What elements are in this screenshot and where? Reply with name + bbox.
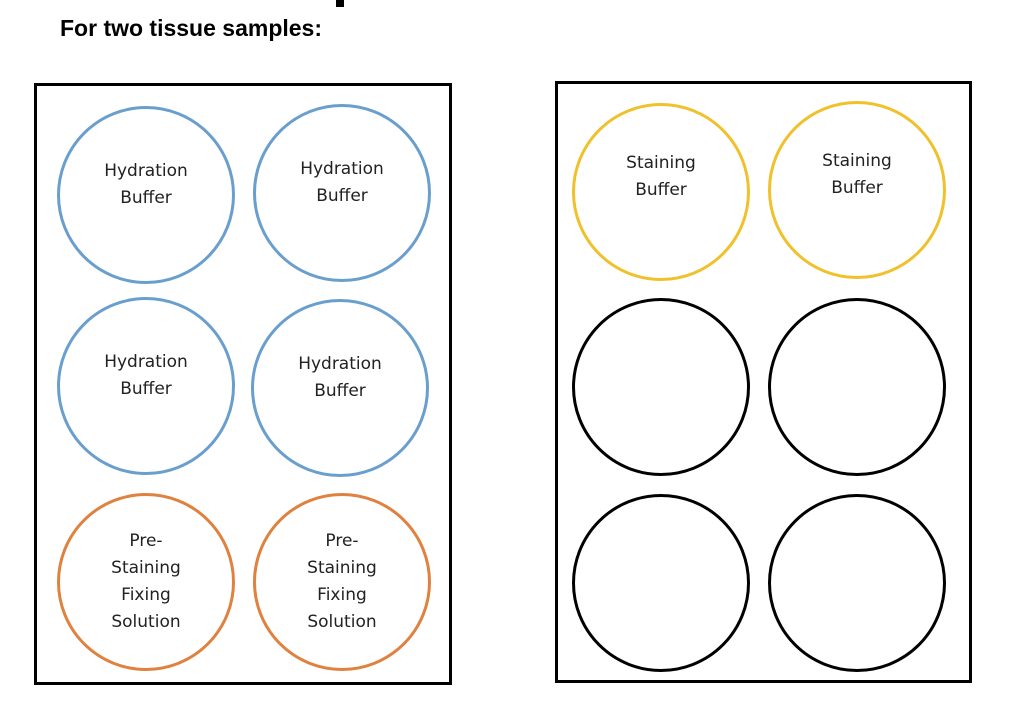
well-label: Staining Buffer [822, 151, 892, 198]
well-label: Hydration Buffer [300, 159, 384, 206]
well-label: Pre- Staining Fixing Solution [111, 531, 181, 632]
well-label: Pre- Staining Fixing Solution [307, 531, 377, 632]
cropped-text-fragment [336, 0, 344, 7]
well-label: Hydration Buffer [104, 352, 188, 399]
well-label: Hydration Buffer [104, 161, 188, 208]
well-right-3 [572, 298, 750, 476]
well-left-4: Hydration Buffer [251, 299, 429, 477]
well-left-2: Hydration Buffer [253, 104, 431, 282]
well-left-1: Hydration Buffer [57, 106, 235, 284]
well-label: Hydration Buffer [298, 354, 382, 401]
well-right-1: Staining Buffer [572, 103, 750, 281]
well-label: Staining Buffer [626, 153, 696, 200]
well-right-6 [768, 494, 946, 672]
well-left-5: Pre- Staining Fixing Solution [57, 493, 235, 671]
well-right-2: Staining Buffer [768, 101, 946, 279]
well-right-4 [768, 298, 946, 476]
left-plate: Hydration Buffer Hydration Buffer Hydrat… [34, 83, 452, 685]
well-left-6: Pre- Staining Fixing Solution [253, 493, 431, 671]
well-left-3: Hydration Buffer [57, 297, 235, 475]
page-heading: For two tissue samples: [60, 15, 323, 41]
well-right-5 [572, 494, 750, 672]
right-plate: Staining Buffer Staining Buffer [555, 81, 972, 683]
